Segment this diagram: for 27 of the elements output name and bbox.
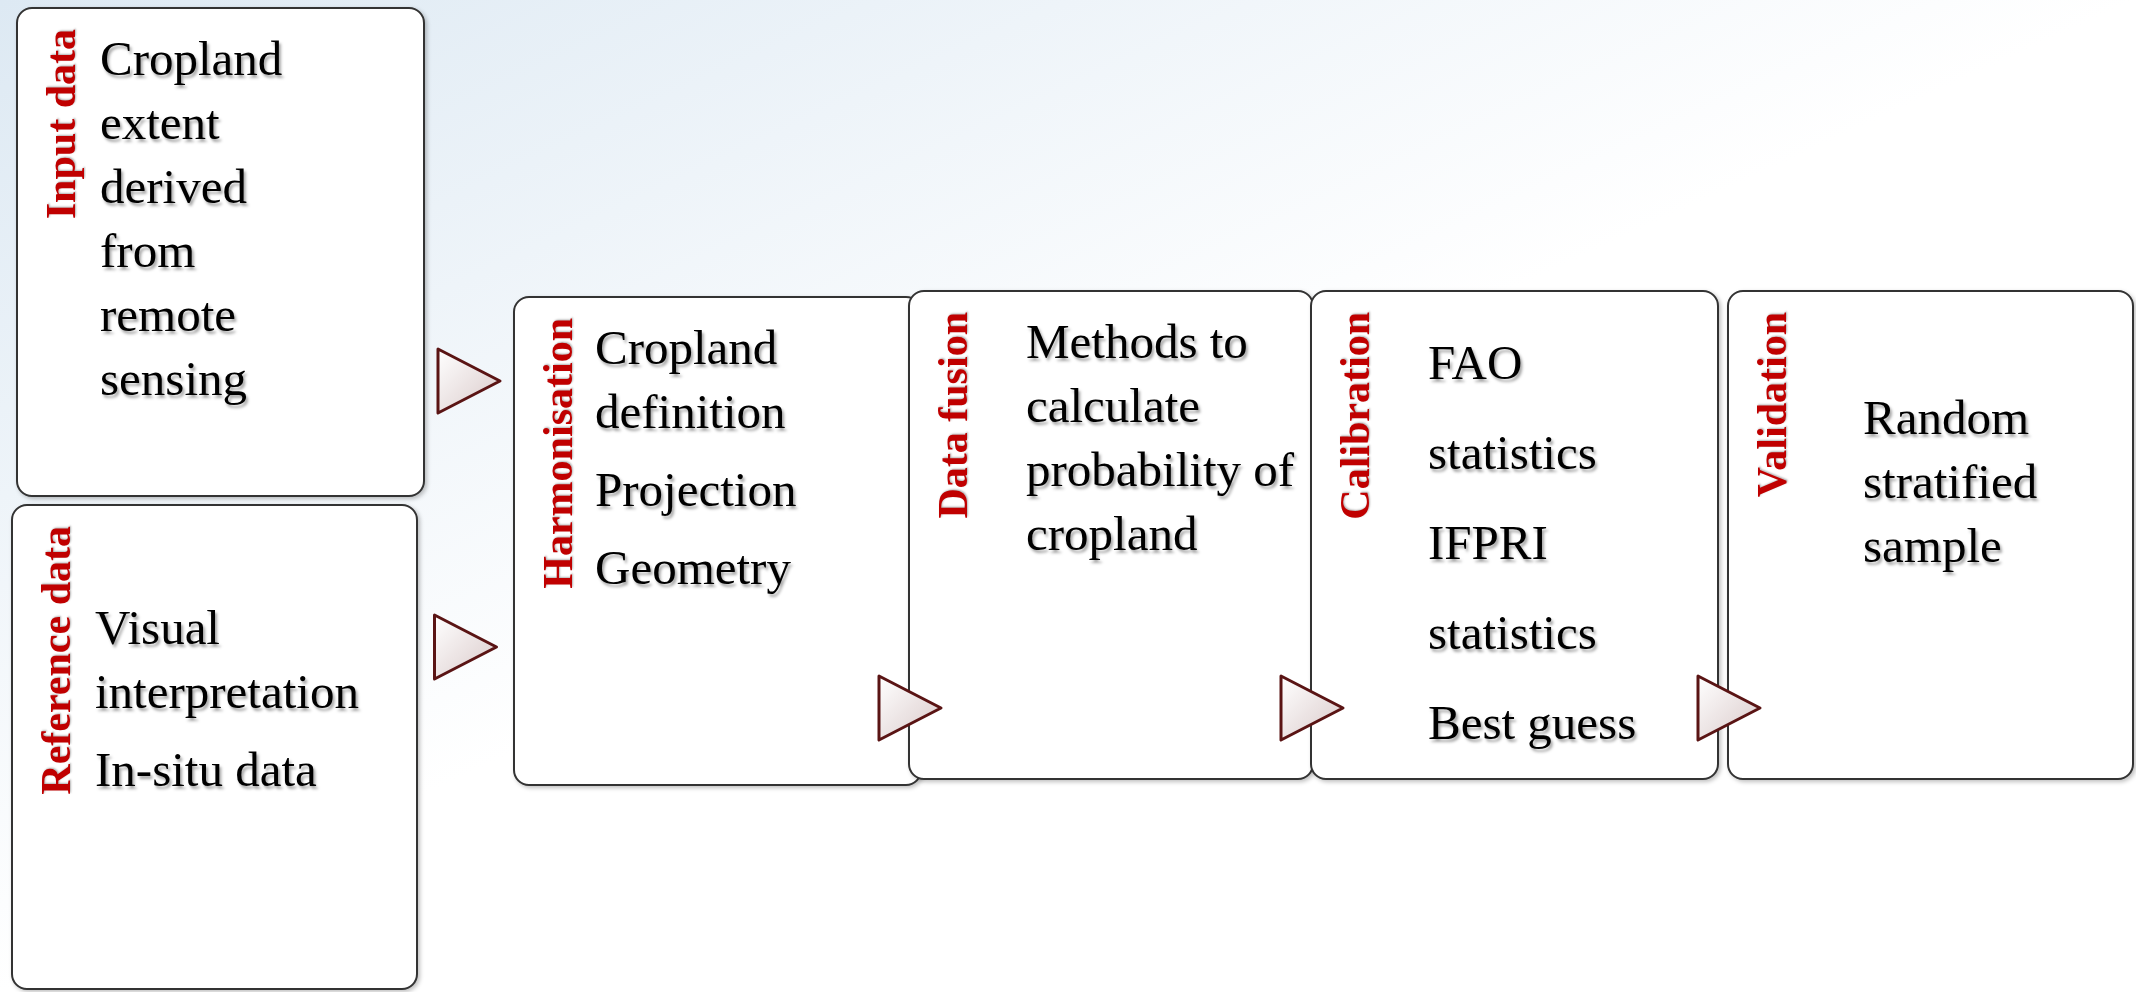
arrow [436, 347, 502, 415]
body-text: Projection [595, 461, 798, 519]
arrow [1279, 674, 1345, 742]
body-text: Cropland definition [595, 319, 787, 441]
section-heading: Input data [40, 29, 82, 220]
body-text: Best guess [1428, 694, 1638, 752]
process-box [908, 290, 1314, 780]
arrow [433, 613, 498, 681]
section-heading: Calibration [1334, 312, 1376, 520]
body-text: Geometry [595, 539, 792, 597]
body-text: FAO statistics [1428, 334, 1598, 482]
process-box [11, 504, 418, 990]
section-heading: Validation [1751, 312, 1793, 498]
process-box [1310, 290, 1719, 780]
section-heading: Reference data [35, 526, 77, 795]
body-text: Random stratified sample [1863, 389, 2039, 575]
body-text: Visual interpretation [95, 599, 360, 721]
body-text: In-situ data [95, 741, 318, 799]
body-text: IFPRI statistics [1428, 514, 1598, 662]
process-box [16, 7, 425, 497]
body-text: Methods to calculate probability of cropland [1026, 313, 1296, 563]
arrow [1696, 674, 1762, 742]
body-text: Cropland extent derived from remote sensing [100, 30, 284, 408]
section-heading: Harmonisation [537, 318, 579, 589]
section-heading: Data fusion [932, 312, 974, 519]
process-box [1727, 290, 2134, 780]
arrow [877, 674, 943, 742]
